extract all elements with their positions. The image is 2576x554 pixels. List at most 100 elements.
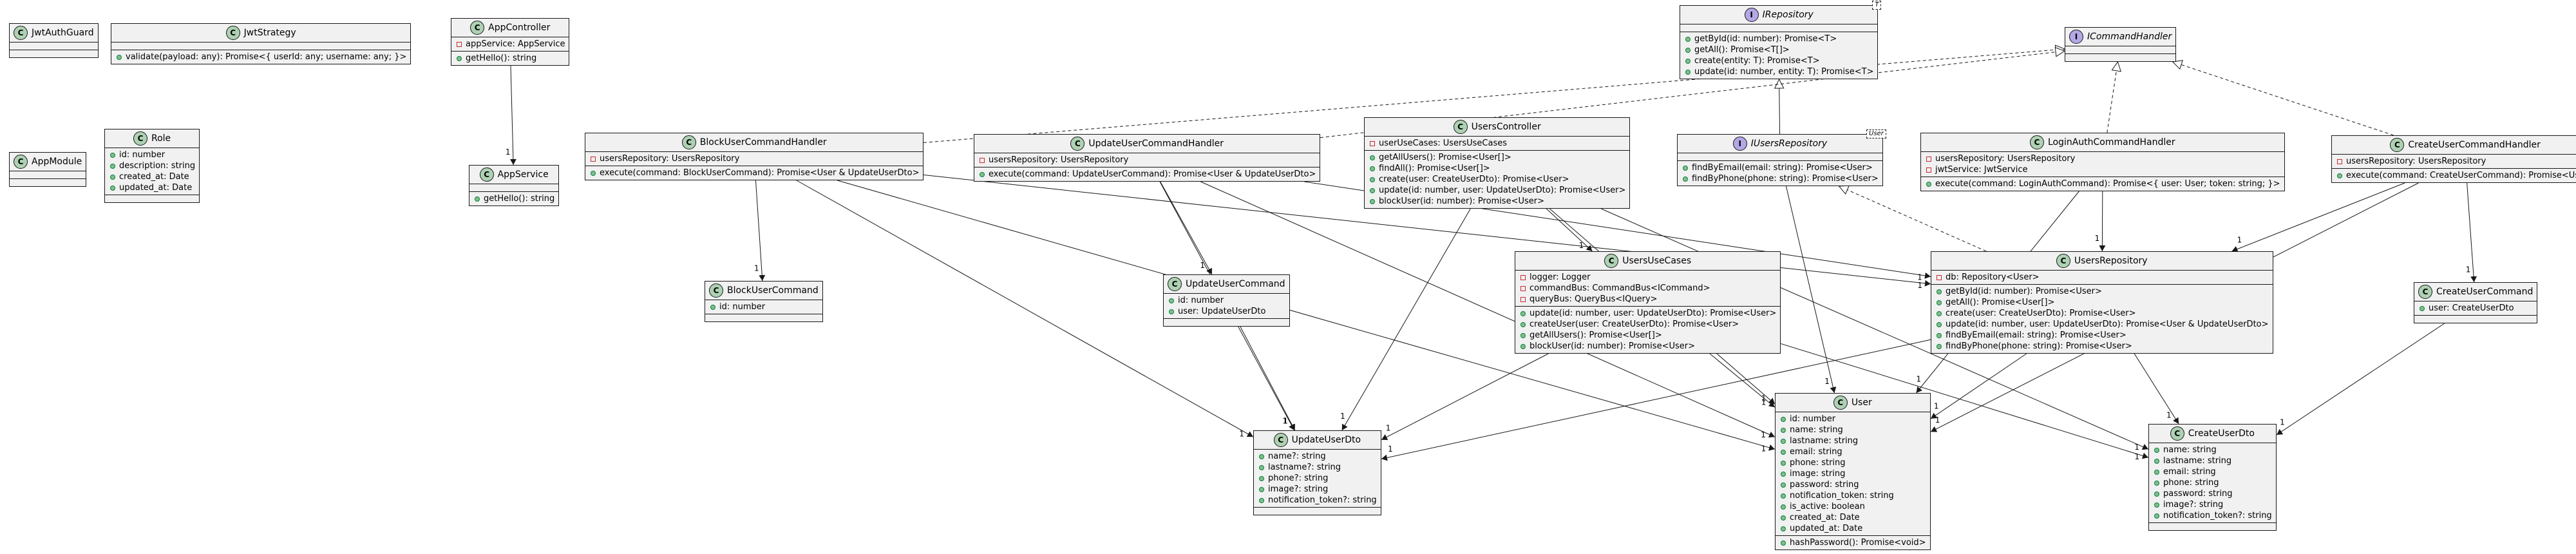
class-icon: C: [2056, 254, 2070, 268]
interface-icon: I: [2069, 30, 2083, 44]
multiplicity-label: 1: [754, 264, 759, 273]
member-row: password: string: [2153, 488, 2272, 499]
public-visibility-icon: [1368, 166, 1376, 171]
member-row: blockUser(id: number): Promise<User>: [1368, 196, 1625, 207]
class-icon: C: [2418, 285, 2432, 299]
member-text: findAll(): Promise<User[]>: [1379, 164, 1490, 173]
member-text: image?: string: [2163, 500, 2224, 510]
member-row: id: number: [109, 149, 195, 160]
member-row: getById(id: number): Promise<User>: [1935, 286, 2269, 297]
member-text: blockUser(id: number): Promise<User>: [1379, 196, 1544, 206]
multiplicity-label: 1: [2280, 417, 2285, 426]
public-visibility-icon: [109, 164, 117, 169]
member-text: id: number: [719, 302, 766, 312]
member-row: image: string: [1779, 468, 1926, 479]
public-visibility-icon: [1779, 461, 1787, 466]
private-visibility-icon: [1519, 286, 1527, 291]
member-row: execute(command: UpdateUserCommand): Pro…: [978, 169, 1316, 180]
methods-section: [2414, 315, 2537, 323]
multiplicity-label: 1: [1917, 273, 1922, 282]
member-text: appService: AppService: [466, 39, 565, 49]
multiplicity-label: 1: [1935, 416, 1940, 425]
multiplicity-label: 1: [1761, 444, 1766, 454]
public-visibility-icon: [2418, 306, 2426, 311]
member-row: name?: string: [1258, 451, 1377, 462]
methods-section: getAllUsers(): Promise<User[]>findAll():…: [1365, 150, 1630, 208]
member-text: blockUser(id: number): Promise<User>: [1530, 341, 1695, 351]
member-row: user: UpdateUserDto: [1168, 306, 1285, 317]
member-text: getHello(): string: [484, 194, 555, 204]
public-visibility-icon: [1779, 526, 1787, 531]
public-visibility-icon: [1368, 155, 1376, 160]
member-row: create(entity: T): Promise<T>: [1684, 55, 1873, 66]
methods-section: getById(id: number): Promise<User>getAll…: [1931, 284, 2273, 353]
association-edge: [1160, 181, 1213, 275]
member-text: phone: string: [2163, 478, 2219, 488]
association-edge: [2134, 353, 2179, 425]
private-visibility-icon: [1925, 167, 1933, 173]
member-row: image?: string: [1258, 484, 1377, 495]
multiplicity-label: 1: [1579, 241, 1584, 250]
member-text: update(id: number, user: UpdateUserDto):…: [1379, 186, 1626, 195]
public-visibility-icon: [109, 153, 117, 158]
public-visibility-icon: [2153, 513, 2161, 519]
public-visibility-icon: [2153, 470, 2161, 475]
member-row: usersRepository: UsersRepository: [589, 153, 919, 164]
realization-edge: [2107, 62, 2118, 133]
multiplicity-label: 1: [1917, 375, 1922, 384]
fields-section: usersRepository: UsersRepository: [585, 151, 923, 166]
class-name: UsersUseCases: [1622, 255, 1692, 266]
member-text: image: string: [1790, 469, 1846, 479]
member-row: description: string: [109, 160, 195, 171]
public-visibility-icon: [1684, 37, 1692, 42]
member-row: findByEmail(email: string): Promise<User…: [1681, 162, 1879, 173]
member-text: hashPassword(): Promise<void>: [1790, 538, 1926, 548]
member-text: findByEmail(email: string): Promise<User…: [1946, 330, 2126, 340]
public-visibility-icon: [2153, 459, 2161, 464]
methods-section: execute(command: CreateUserCommand): Pro…: [2332, 168, 2576, 182]
class-name: BlockUserCommandHandler: [699, 137, 827, 148]
methods-section: [705, 314, 822, 321]
member-text: getAllUsers(): Promise<User[]>: [1530, 330, 1662, 340]
methods-section: [10, 50, 98, 57]
interface-box-icommandhandler[interactable]: I ICommandHandler: [2065, 27, 2177, 62]
member-text: findByPhone(phone: string): Promise<User…: [1946, 341, 2132, 351]
multiplicity-label: 1: [1340, 412, 1345, 421]
class-name: ICommandHandler: [2087, 31, 2172, 42]
private-visibility-icon: [1519, 297, 1527, 302]
class-icon: C: [479, 167, 494, 182]
multiplicity-label: 1: [1917, 281, 1922, 290]
member-row: validate(payload: any): Promise<{ userId…: [115, 52, 406, 62]
class-icon: C: [1273, 433, 1288, 447]
member-row: usersRepository: UsersRepository: [1925, 153, 2280, 164]
member-row: hashPassword(): Promise<void>: [1779, 537, 1926, 548]
member-text: usersRepository: UsersRepository: [1935, 154, 2076, 164]
